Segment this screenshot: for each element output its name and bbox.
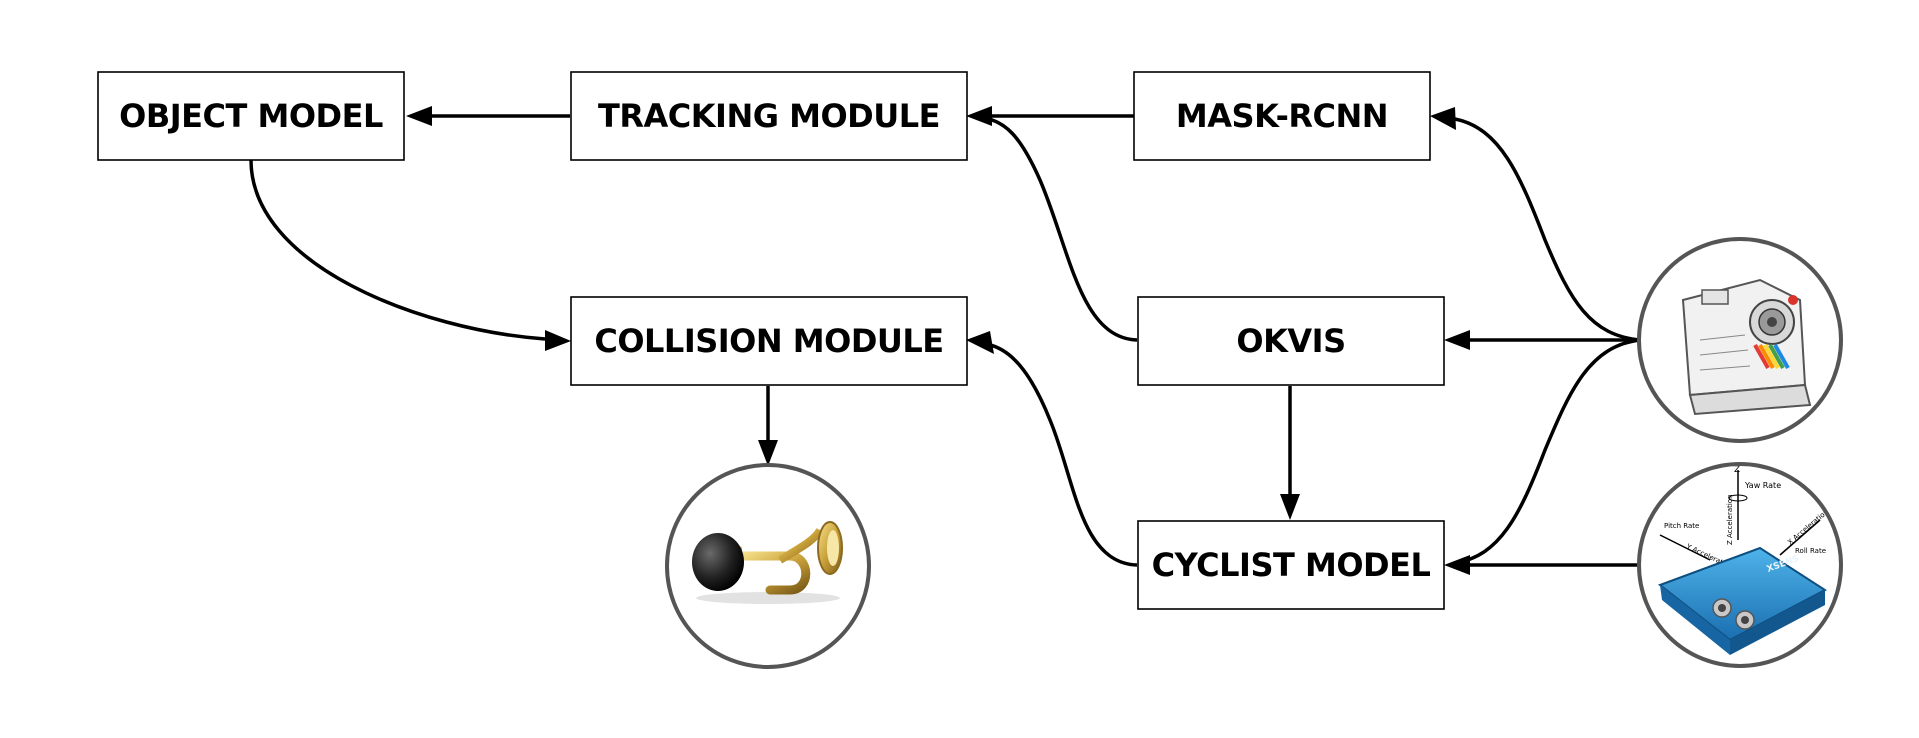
node-okvis: OKVIS	[1137, 296, 1445, 386]
imu-yaw-label: Yaw Rate	[1744, 481, 1781, 490]
node-collision-module: COLLISION MODULE	[570, 296, 968, 386]
arrowhead-mask-from-camera	[1430, 107, 1456, 130]
camera-icon	[1681, 278, 1812, 416]
object-model-label: OBJECT MODEL	[119, 97, 383, 135]
edge-cyclist-to-collision	[989, 343, 1138, 567]
edge-camera-to-cyclist	[1454, 338, 1642, 565]
edge-camera-to-mask	[1454, 117, 1642, 342]
node-camera	[1637, 237, 1843, 443]
tracking-module-label: TRACKING MODULE	[598, 97, 940, 135]
okvis-label: OKVIS	[1236, 322, 1345, 360]
node-object-model: OBJECT MODEL	[97, 71, 405, 161]
imu-z-accel-label: Z Acceleration	[1726, 494, 1734, 545]
node-mask-rcnn: MASK-RCNN	[1133, 71, 1431, 161]
node-imu: Z Yaw Rate Z Acceleration Pitch Rate Y A…	[1637, 462, 1843, 668]
edges	[249, 106, 1642, 575]
edge-object-to-collision	[249, 159, 546, 341]
node-horn	[665, 463, 871, 669]
edge-okvis-to-tracking	[984, 116, 1138, 342]
imu-axis-z: Z	[1734, 465, 1740, 475]
arrowhead-object-model	[406, 106, 432, 126]
node-tracking-module: TRACKING MODULE	[570, 71, 968, 161]
collision-module-label: COLLISION MODULE	[594, 322, 943, 360]
arrowhead-cyclist-from-okvis	[1280, 494, 1300, 520]
node-cyclist-model: CYCLIST MODEL	[1137, 520, 1445, 610]
arrowhead-collision-from-cyclist	[966, 331, 994, 354]
mask-rcnn-label: MASK-RCNN	[1176, 97, 1388, 135]
horn-icon	[692, 521, 843, 604]
imu-pitch-label: Pitch Rate	[1664, 522, 1699, 530]
arrowhead-okvis-from-camera	[1444, 330, 1470, 350]
arrowhead-collision-from-object	[545, 330, 571, 351]
arrowhead-cyclist-from-imu	[1444, 555, 1470, 575]
imu-roll-label: Roll Rate	[1795, 547, 1826, 555]
cyclist-model-label: CYCLIST MODEL	[1152, 546, 1431, 584]
arrowhead-tracking-from-mask	[966, 106, 992, 126]
arrowhead-horn	[758, 440, 778, 466]
